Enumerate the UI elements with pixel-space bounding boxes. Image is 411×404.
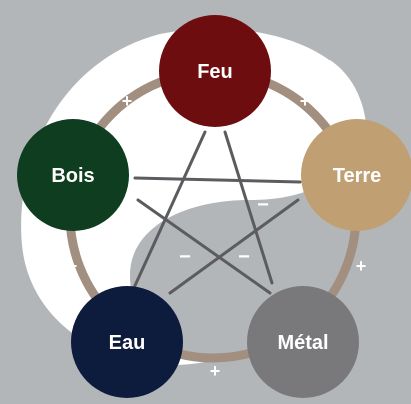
- element-label-eau: Eau: [109, 332, 146, 354]
- plus-sign: +: [300, 91, 311, 111]
- plus-sign: +: [356, 256, 367, 276]
- minus-sign: −: [179, 246, 191, 268]
- plus-sign: +: [210, 361, 221, 381]
- plus-sign: +: [67, 256, 78, 276]
- plus-sign: +: [122, 91, 133, 111]
- element-node-feu: Feu: [159, 15, 271, 127]
- element-node-eau: Eau: [71, 286, 183, 398]
- element-node-terre: Terre: [301, 119, 411, 231]
- element-label-terre: Terre: [333, 165, 382, 187]
- element-label-feu: Feu: [197, 61, 233, 83]
- minus-sign: −: [238, 246, 250, 268]
- minus-sign: −: [208, 160, 220, 182]
- element-node-metal: Métal: [247, 286, 359, 398]
- minus-sign: −: [159, 194, 171, 216]
- element-node-bois: Bois: [17, 119, 129, 231]
- element-label-metal: Métal: [277, 332, 328, 354]
- element-label-bois: Bois: [51, 165, 94, 187]
- minus-sign: −: [257, 194, 269, 216]
